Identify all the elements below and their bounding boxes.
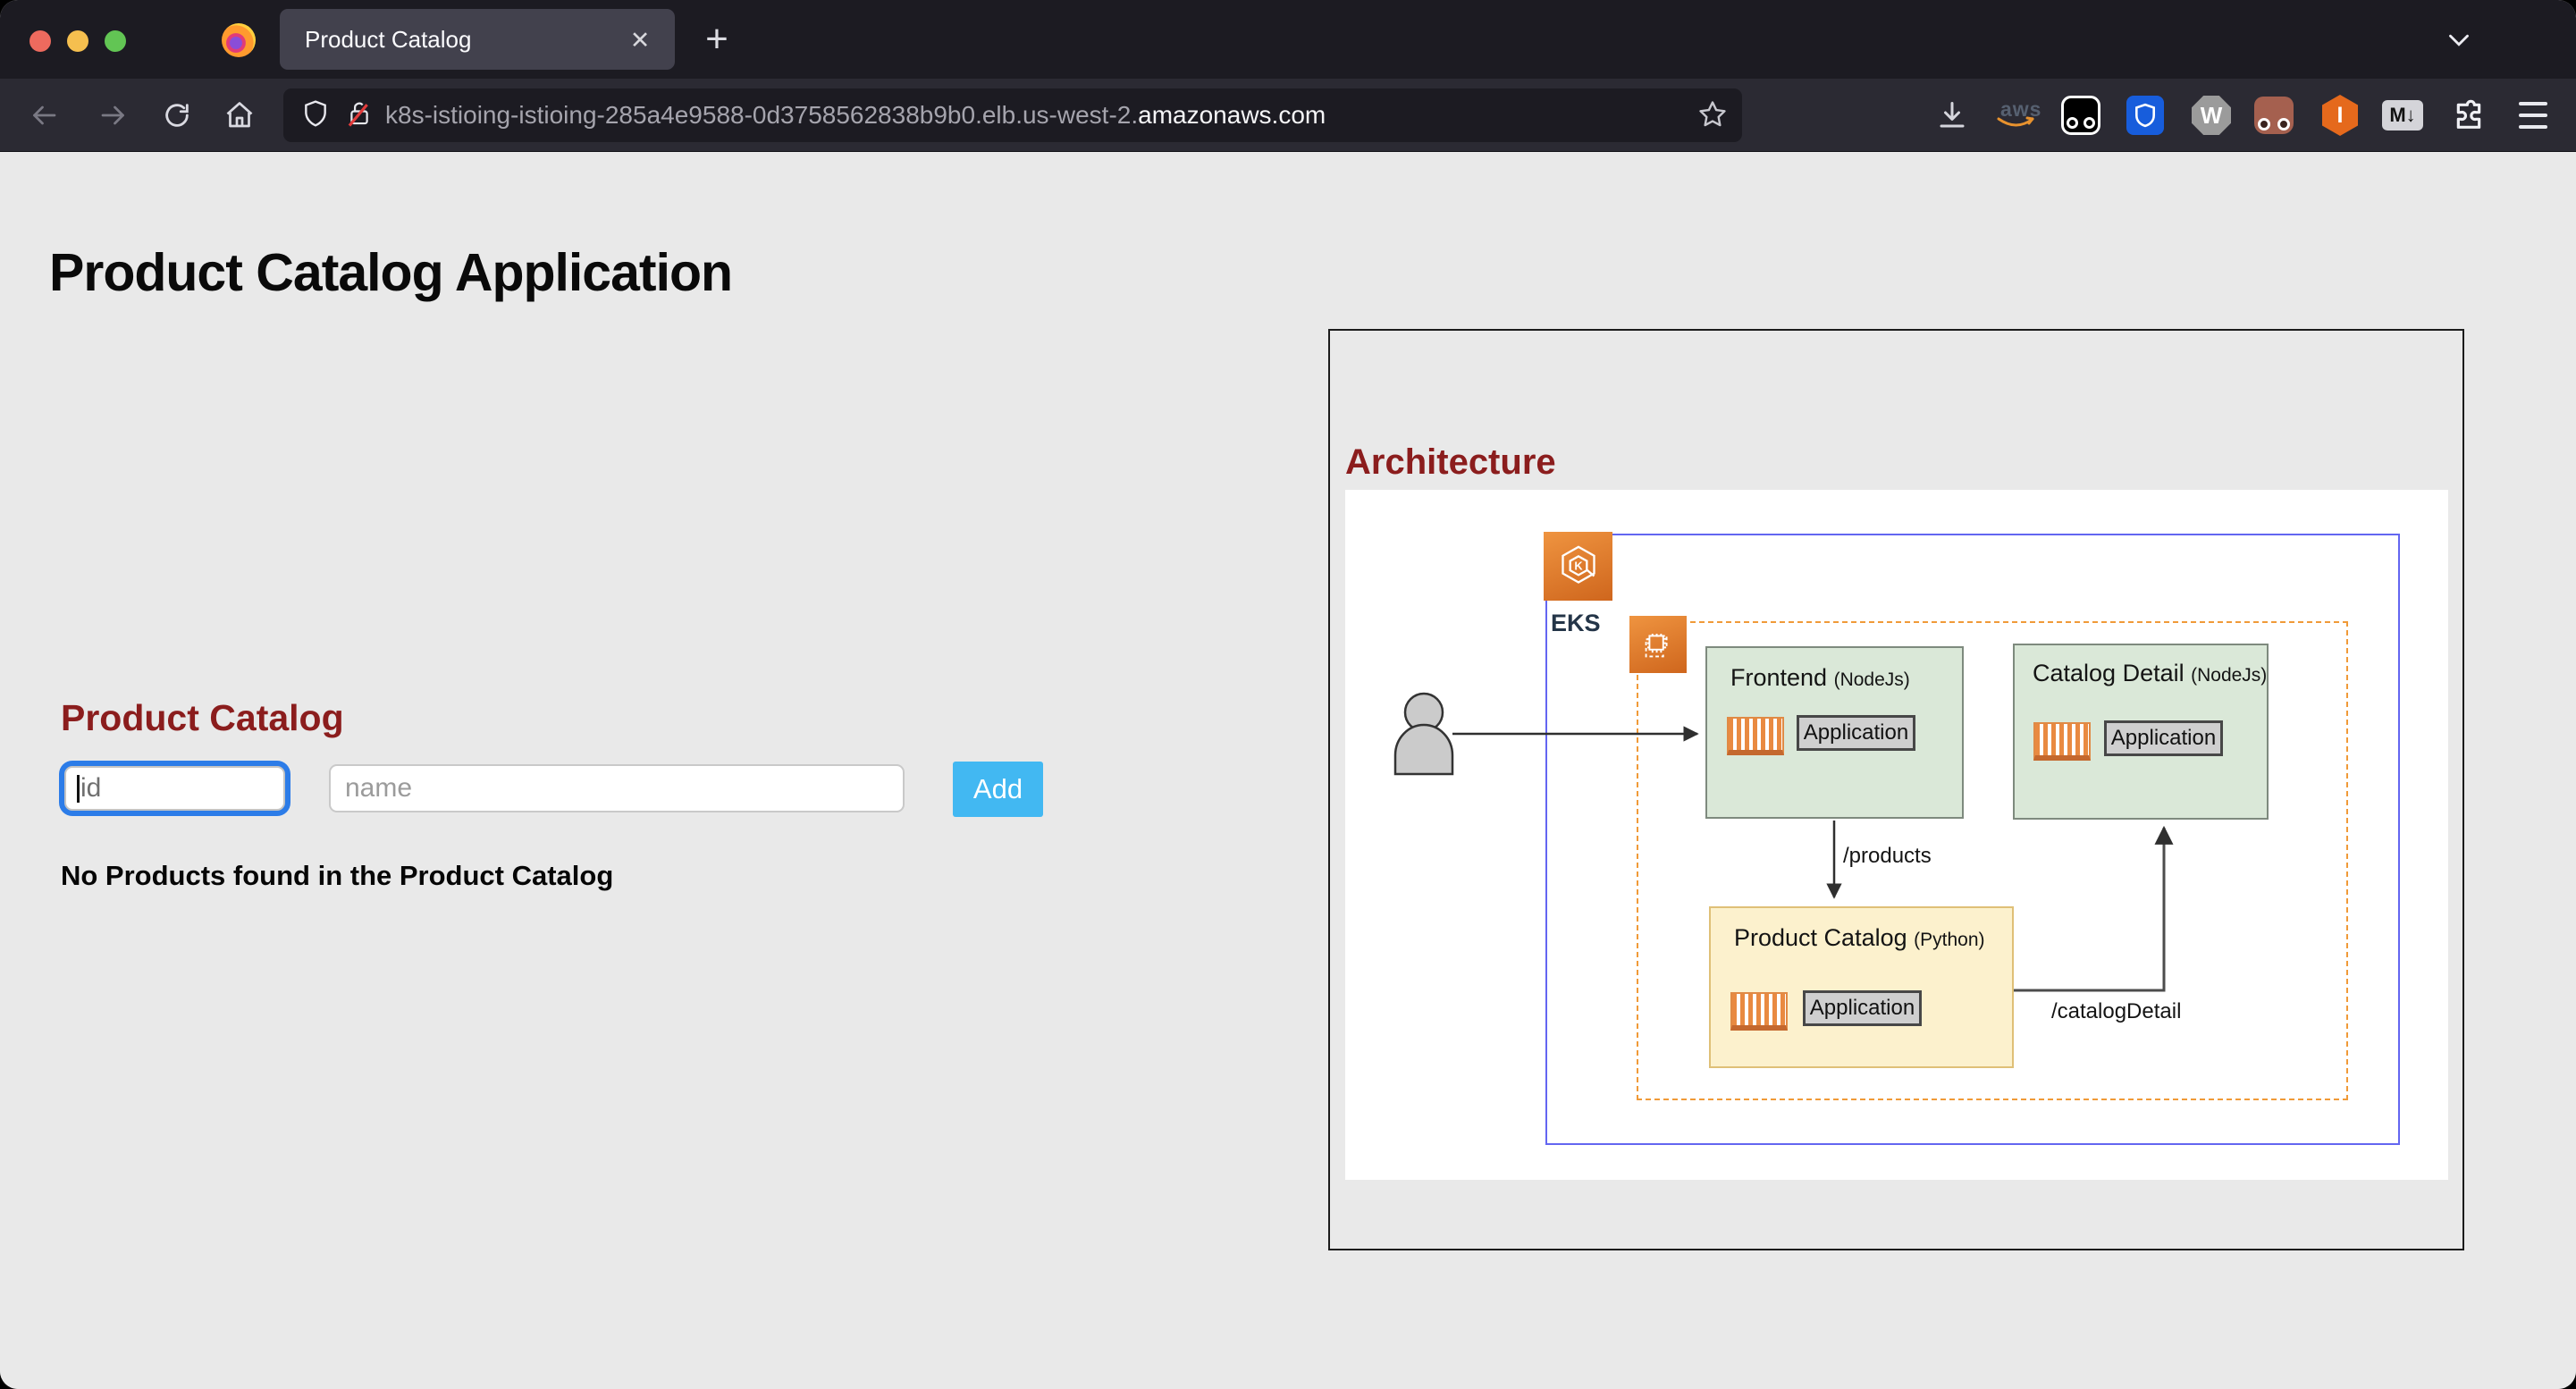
architecture-panel: Architecture K EKS Frontend (NodeJs) App… (1328, 329, 2464, 1250)
catalog-detail-title: Catalog Detail (NodeJs) (2033, 660, 2268, 686)
container-icon (1727, 717, 1784, 755)
product-catalog-application-badge: Application (1803, 990, 1922, 1026)
product-catalog-title: Product Catalog (Python) (1734, 924, 1985, 951)
w-extension-icon[interactable]: W (2186, 79, 2236, 152)
container-icon (2033, 722, 2091, 761)
aws-text: aws (2000, 97, 2042, 121)
route-catalog-detail-label: /catalogDetail (2051, 999, 2182, 1023)
add-button[interactable]: Add (953, 762, 1043, 817)
tracking-protection-shield-icon[interactable] (301, 99, 330, 132)
architecture-heading: Architecture (1345, 442, 1556, 483)
brown-goggles-extension-icon[interactable] (2249, 79, 2299, 152)
container-service-icon (1629, 616, 1687, 673)
close-window-button[interactable] (29, 30, 51, 52)
eks-cluster-boundary (1545, 534, 2400, 1145)
extensions-puzzle-icon[interactable] (2444, 79, 2494, 152)
frontend-title: Frontend (NodeJs) (1730, 664, 1910, 691)
markdown-extension-icon[interactable]: M↓ (2378, 79, 2428, 152)
eks-icon: K (1544, 532, 1612, 601)
menu-hamburger-icon[interactable] (2508, 79, 2558, 152)
frontend-service-box: Frontend (NodeJs) Application (1705, 646, 1964, 819)
url-domain: amazonaws.com (1138, 101, 1326, 129)
w-badge: W (2192, 96, 2231, 135)
zoom-window-button[interactable] (105, 30, 126, 52)
eks-label: EKS (1551, 610, 1601, 636)
tab-product-catalog[interactable]: Product Catalog ✕ (280, 9, 675, 70)
downloads-button[interactable] (1927, 79, 1977, 152)
product-catalog-heading: Product Catalog (61, 697, 344, 739)
goggles-extension-icon[interactable] (2056, 79, 2106, 152)
page-title: Product Catalog Application (49, 242, 733, 302)
forward-button[interactable] (93, 79, 134, 152)
home-button[interactable] (219, 79, 260, 152)
orange-hexagon-extension-icon[interactable]: I (2315, 79, 2365, 152)
namespace-boundary (1637, 621, 2348, 1100)
new-tab-button[interactable]: + (705, 17, 728, 61)
text-caret (77, 775, 80, 803)
reload-button[interactable] (156, 79, 198, 152)
tab-bar: Product Catalog ✕ + (0, 0, 2576, 79)
tab-close-icon[interactable]: ✕ (629, 26, 651, 54)
navigation-toolbar: k8s-istioing-istioing-285a4e9588-0d37585… (0, 79, 2576, 152)
insecure-lock-icon[interactable] (346, 99, 373, 132)
firefox-logo-icon (222, 23, 256, 57)
i-badge: I (2322, 95, 2358, 136)
window-controls (29, 30, 126, 52)
route-products-label: /products (1843, 844, 1932, 868)
name-input[interactable] (329, 764, 905, 812)
list-tabs-chevron-icon[interactable] (2442, 23, 2476, 62)
back-button[interactable] (23, 79, 64, 152)
url-text: k8s-istioing-istioing-285a4e9588-0d37585… (385, 101, 1326, 130)
svg-text:K: K (1574, 559, 1583, 572)
catalog-detail-application-badge: Application (2104, 720, 2223, 756)
architecture-diagram: K EKS Frontend (NodeJs) Application Cata… (1345, 490, 2448, 1180)
id-input[interactable] (64, 766, 285, 811)
url-prefix: k8s-istioing-istioing-285a4e9588-0d37585… (385, 101, 1139, 129)
bitwarden-extension-icon[interactable] (2120, 79, 2170, 152)
url-bar[interactable]: k8s-istioing-istioing-285a4e9588-0d37585… (283, 88, 1742, 142)
empty-catalog-message: No Products found in the Product Catalog (61, 860, 614, 891)
product-catalog-service-box: Product Catalog (Python) Application (1709, 906, 2014, 1068)
amazon-extension-icon[interactable]: aws (1991, 79, 2041, 152)
bookmark-star-icon[interactable] (1697, 99, 1728, 134)
frontend-application-badge: Application (1797, 715, 1915, 751)
page-content: Product Catalog Application Product Cata… (0, 153, 2576, 1389)
catalog-detail-service-box: Catalog Detail (NodeJs) Application (2013, 644, 2269, 820)
markdown-badge: M↓ (2382, 100, 2423, 130)
minimize-window-button[interactable] (67, 30, 88, 52)
container-icon (1730, 992, 1788, 1031)
tab-title: Product Catalog (305, 25, 472, 53)
user-person-icon (1393, 692, 1454, 776)
